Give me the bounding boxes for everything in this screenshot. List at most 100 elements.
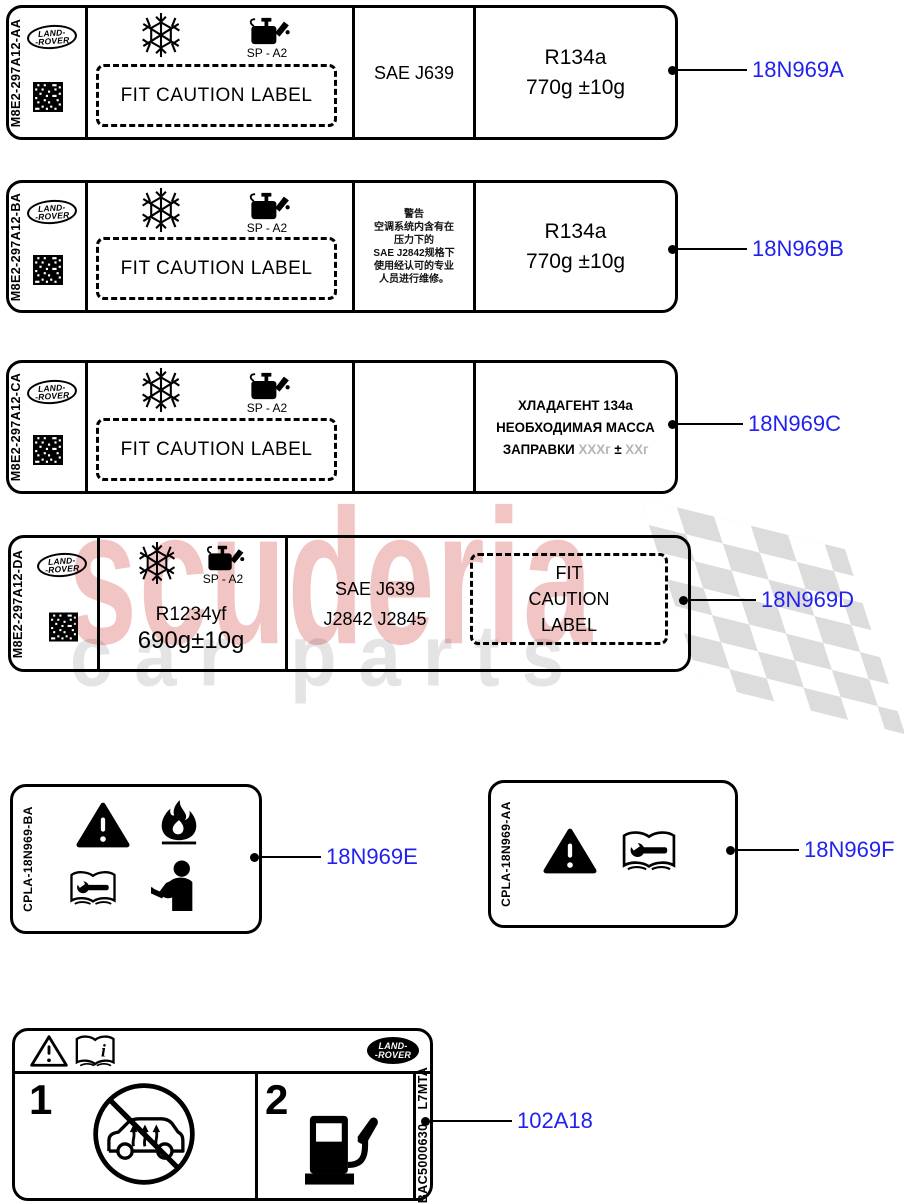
land-rover-logo: LAND--ROVER [26, 378, 78, 406]
fit-caution-box: FIT CAUTION LABEL [96, 237, 337, 300]
flammable-icon [159, 795, 199, 849]
oil-can-icon [242, 16, 292, 46]
part-number-link[interactable]: 18N969C [748, 411, 841, 436]
callout-line [735, 849, 799, 851]
divider [85, 363, 88, 491]
russian-refrigerant-text: ХЛАДАГЕНТ 134a НЕОБХОДИМАЯ МАССА ЗАПРАВК… [496, 397, 655, 457]
refrigerant-charge: 770g ±10g [525, 249, 626, 273]
sae-spec-cell: SAE J639 [373, 62, 455, 83]
part-number-link[interactable]: 18N969D [761, 587, 854, 612]
callout-18n969b: 18N969B [668, 236, 844, 262]
part-code-vertical: CPLA-18N969-AA [499, 801, 513, 907]
callout-line [259, 856, 321, 858]
item-number-2: 2 [265, 1076, 289, 1123]
refrigerant-cell: R1234yf 690g±10g [101, 600, 281, 658]
part-number-link[interactable]: 18N969A [752, 57, 844, 82]
oil-spec-text: SP - A2 [246, 221, 288, 235]
refrigerant-cell: R134a 770g ±10g [476, 8, 675, 137]
callout-dot [668, 244, 677, 254]
divider [15, 1071, 430, 1074]
oil-spec-text: SP - A2 [246, 401, 288, 415]
datamatrix-code-icon [33, 433, 63, 467]
part-number-link[interactable]: 18N969F [804, 837, 895, 862]
callout-18n969e: 18N969E [250, 844, 418, 870]
divider [352, 8, 355, 137]
caution-label-c: M8E2-297A12-CA LAND--ROVER SP - A2 FIT C… [6, 360, 678, 494]
divider [413, 1073, 416, 1198]
land-rover-logo: LAND--ROVER [36, 551, 88, 579]
chinese-warning-text: 警告 空调系统内含有在 压力下的 SAE J2842规格下 使用经认可的专业 人… [373, 208, 455, 285]
part-code-vertical: M8E2-297A12-DA [11, 549, 25, 658]
handbook-info-icon [73, 1034, 119, 1069]
fit-caution-text: FIT CAUTION LABEL [120, 257, 313, 279]
sae-spec-cell: SAE J639 J2842 J2845 [323, 579, 427, 629]
part-code-vertical: CPLA-18N969-BA [21, 806, 35, 912]
caution-label-a: M8E2-297A12-AA LAND--ROVER SP - A2 FIT C… [6, 5, 678, 140]
fit-caution-text: FIT CAUTION LABEL [528, 563, 610, 635]
datamatrix-code-icon [33, 80, 63, 114]
callout-line [430, 1120, 512, 1122]
callout-dot [421, 1116, 430, 1126]
land-rover-logo: LAND--ROVER [26, 198, 78, 226]
warning-triangle-icon [543, 827, 597, 875]
divider [473, 8, 476, 137]
warning-triangle-icon [75, 801, 131, 849]
warning-triangle-icon [28, 1033, 70, 1069]
refrigerant-type: R1234yf [155, 604, 227, 625]
refrigerant-charge: 690g±10g [137, 627, 245, 654]
callout-dot [726, 845, 735, 855]
divider [97, 538, 100, 669]
snowflake-icon [140, 12, 182, 58]
label-part-codes-vertical: BAC5000630L7MTA [416, 1066, 430, 1203]
refrigerant-type: R134a [544, 45, 607, 69]
oil-can-icon [242, 191, 292, 221]
part-code-vertical: M8E2-297A12-AA [9, 18, 23, 127]
callout-dot [250, 852, 259, 862]
fit-caution-text: FIT CAUTION LABEL [120, 438, 313, 460]
manual-wrench-icon [621, 829, 677, 875]
technician-icon [151, 859, 201, 911]
snowflake-icon [140, 367, 182, 413]
land-rover-logo: LAND--ROVER [26, 23, 78, 51]
part-number-link[interactable]: 102A18 [517, 1108, 593, 1133]
item-number-1: 1 [29, 1076, 53, 1123]
part-number-link[interactable]: 18N969B [752, 236, 844, 261]
divider [473, 363, 476, 491]
land-rover-logo: LAND--ROVER [367, 1037, 419, 1064]
divider [85, 8, 88, 137]
fuel-label: LAND--ROVER 1 2 BAC5000630L7MTA [12, 1028, 433, 1203]
divider [85, 183, 88, 310]
snowflake-icon [137, 541, 177, 585]
refrigerant-charge: 770g ±10g [525, 75, 626, 99]
callout-18n969a: 18N969A [668, 57, 844, 83]
datamatrix-code-icon [33, 253, 63, 287]
part-code-vertical: M8E2-297A12-CA [9, 372, 23, 482]
part-code-vertical: M8E2-297A12-BA [9, 192, 23, 301]
oil-can-icon [242, 371, 292, 401]
callout-dot [668, 65, 677, 75]
callout-line [688, 599, 756, 601]
callout-line [677, 248, 747, 250]
callout-dot [668, 419, 677, 429]
caution-label-d: M8E2-297A12-DA LAND--ROVER SP - A2 R1234… [8, 535, 691, 672]
callout-line [677, 423, 743, 425]
divider [352, 363, 355, 491]
callout-line [677, 69, 747, 71]
callout-dot [679, 595, 688, 605]
callout-18n969f: 18N969F [726, 837, 895, 863]
divider [285, 538, 288, 669]
datamatrix-code-icon [49, 610, 78, 644]
oil-spec-text: SP - A2 [246, 46, 288, 60]
fit-caution-box: FIT CAUTION LABEL [96, 64, 337, 127]
part-number-link[interactable]: 18N969E [326, 844, 418, 869]
refrigerant-cell: R134a 770g ±10g [476, 183, 675, 310]
caution-label-b: M8E2-297A12-BA LAND--ROVER SP - A2 FIT C… [6, 180, 678, 313]
fit-caution-text: FIT CAUTION LABEL [120, 84, 313, 106]
divider [352, 183, 355, 310]
caution-label-e: CPLA-18N969-BA [10, 784, 262, 934]
callout-18n969d: 18N969D [679, 587, 854, 613]
caution-label-f: CPLA-18N969-AA [488, 780, 738, 928]
fit-caution-box: FIT CAUTION LABEL [96, 418, 337, 481]
oil-can-icon [200, 544, 246, 572]
divider [255, 1073, 258, 1198]
